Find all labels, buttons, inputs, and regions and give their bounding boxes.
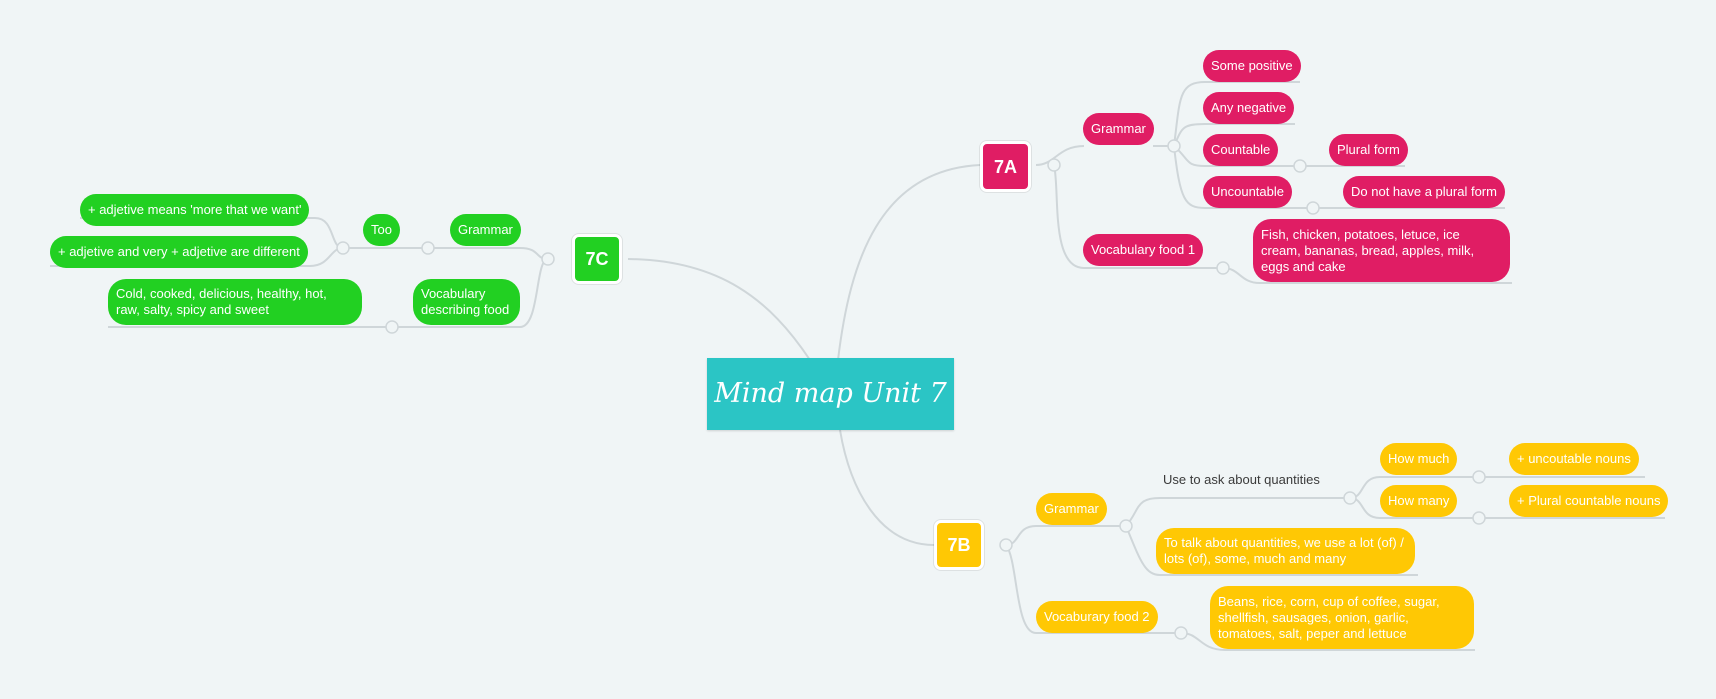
- 7a-no-plural-node[interactable]: Do not have a plural form: [1343, 176, 1505, 208]
- joint-7b-vocab: [1174, 626, 1188, 640]
- 7c-more-than-label: + adjetive means 'more that we want': [88, 202, 302, 217]
- 7c-vocab-list-label: Cold, cooked, delicious, healthy, hot, r…: [116, 286, 327, 317]
- 7b-how-many-node[interactable]: How many: [1380, 485, 1458, 517]
- 7c-more-than-node[interactable]: + adjetive means 'more that we want': [80, 194, 310, 226]
- joint-7a-uncountable: [1306, 201, 1320, 215]
- link-7a-grammar: [1035, 145, 1085, 166]
- 7a-vocab-node[interactable]: Vocabulary food 1: [1083, 234, 1204, 266]
- joint-7b-ask: [1343, 491, 1357, 505]
- 7a-vocab-label: Vocabulary food 1: [1091, 242, 1196, 257]
- 7c-too-node[interactable]: Too: [363, 214, 400, 246]
- joint-7c-grammar: [421, 241, 435, 255]
- 7a-any-negative-label: Any negative: [1211, 100, 1287, 115]
- 7a-vocab-list-label: Fish, chicken, potatoes, letuce, ice cre…: [1261, 226, 1475, 274]
- 7c-grammar-label: Grammar: [458, 222, 513, 237]
- joint-7b-how-much: [1472, 470, 1486, 484]
- 7a-grammar-label: Grammar: [1091, 121, 1146, 136]
- 7a-countable-node[interactable]: Countable: [1203, 134, 1279, 166]
- 7b-vocab-label: Vocaburary food 2: [1044, 609, 1150, 624]
- joint-7a-countable: [1293, 159, 1307, 173]
- link-7b-grammar-join: [1125, 497, 1350, 527]
- joint-7a-grammar: [1167, 139, 1181, 153]
- link-7b-grammar: [1005, 525, 1126, 546]
- 7c-different-node[interactable]: + adjetive and very + adjetive are diffe…: [50, 236, 308, 268]
- 7a-some-positive-label: Some positive: [1211, 58, 1293, 73]
- 7a-countable-label: Countable: [1211, 142, 1271, 157]
- 7c-too-label: Too: [371, 222, 392, 237]
- joint-7b: [999, 538, 1013, 552]
- 7a-uncountable-node[interactable]: Uncountable: [1203, 176, 1292, 208]
- 7c-vocab-node[interactable]: Vocabulary describing food: [413, 279, 520, 325]
- 7b-uncountable-nouns-node[interactable]: + uncoutable nouns: [1509, 443, 1639, 475]
- hub-7a-label: 7A: [993, 156, 1017, 177]
- joint-7c: [541, 252, 555, 266]
- 7b-grammar-label: Grammar: [1044, 501, 1099, 516]
- 7b-uncountable-nouns-label: + uncoutable nouns: [1517, 451, 1631, 466]
- 7b-vocab-list-label: Beans, rice, corn, cup of coffee, sugar,…: [1218, 593, 1440, 641]
- link-7b-talk: [1125, 525, 1418, 576]
- joint-7c-vocab: [385, 320, 399, 334]
- link-root-7b: [839, 429, 935, 546]
- root-topic[interactable]: Mind map Unit 7: [707, 358, 954, 430]
- 7b-plural-nouns-label: + Plural countable nouns: [1517, 493, 1661, 508]
- hub-7c[interactable]: 7C: [572, 234, 622, 284]
- 7a-any-negative-node[interactable]: Any negative: [1203, 92, 1295, 124]
- link-7a-uncountable: [1173, 145, 1505, 209]
- 7b-ask-label: Use to ask about quantities: [1163, 472, 1320, 487]
- 7a-no-plural-label: Do not have a plural form: [1351, 184, 1497, 199]
- hub-7c-label: 7C: [585, 249, 609, 269]
- link-7c-grammar: [343, 247, 549, 260]
- 7c-different-label: + adjetive and very + adjetive are diffe…: [58, 244, 300, 259]
- joint-7c-too: [336, 241, 350, 255]
- link-root-7a: [837, 164, 981, 361]
- 7c-vocab-list-node[interactable]: Cold, cooked, delicious, healthy, hot, r…: [108, 279, 362, 325]
- 7b-how-much-node[interactable]: How much: [1380, 443, 1458, 475]
- link-root-7c: [627, 258, 811, 361]
- link-7a-countable: [1173, 145, 1405, 167]
- hub-7a[interactable]: 7A: [980, 141, 1031, 192]
- 7a-some-positive-node[interactable]: Some positive: [1203, 50, 1301, 82]
- root-topic-label: Mind map Unit 7: [714, 378, 947, 409]
- joint-7b-how-many: [1472, 511, 1486, 525]
- joint-7a: [1047, 158, 1061, 172]
- 7c-grammar-node[interactable]: Grammar: [450, 214, 521, 246]
- 7b-talk-label: To talk about quantities, we use a lot (…: [1164, 535, 1404, 566]
- 7b-vocab-list-node[interactable]: Beans, rice, corn, cup of coffee, sugar,…: [1210, 586, 1474, 649]
- 7b-how-many-label: How many: [1388, 493, 1450, 508]
- 7a-vocab-list-node[interactable]: Fish, chicken, potatoes, letuce, ice cre…: [1253, 219, 1510, 282]
- 7b-plural-nouns-node[interactable]: + Plural countable nouns: [1509, 485, 1669, 517]
- link-7a-some: [1173, 81, 1300, 147]
- 7b-vocab-node[interactable]: Vocaburary food 2: [1036, 601, 1158, 633]
- 7c-vocab-label: Vocabulary describing food: [421, 286, 510, 317]
- 7a-grammar-node[interactable]: Grammar: [1083, 113, 1154, 145]
- joint-7b-grammar: [1119, 519, 1133, 533]
- joint-7a-vocab: [1216, 261, 1230, 275]
- hub-7b-label: 7B: [947, 535, 971, 555]
- 7a-plural-form-node[interactable]: Plural form: [1329, 134, 1408, 166]
- 7b-talk-node[interactable]: To talk about quantities, we use a lot (…: [1156, 528, 1415, 574]
- 7b-grammar-node[interactable]: Grammar: [1036, 493, 1107, 525]
- link-7b-vocab: [1005, 544, 1181, 634]
- link-7a-vocab: [1053, 164, 1085, 269]
- 7b-how-much-label: How much: [1388, 451, 1450, 466]
- 7a-plural-form-label: Plural form: [1337, 142, 1400, 157]
- 7a-uncountable-label: Uncountable: [1211, 184, 1284, 199]
- hub-7b[interactable]: 7B: [934, 520, 984, 570]
